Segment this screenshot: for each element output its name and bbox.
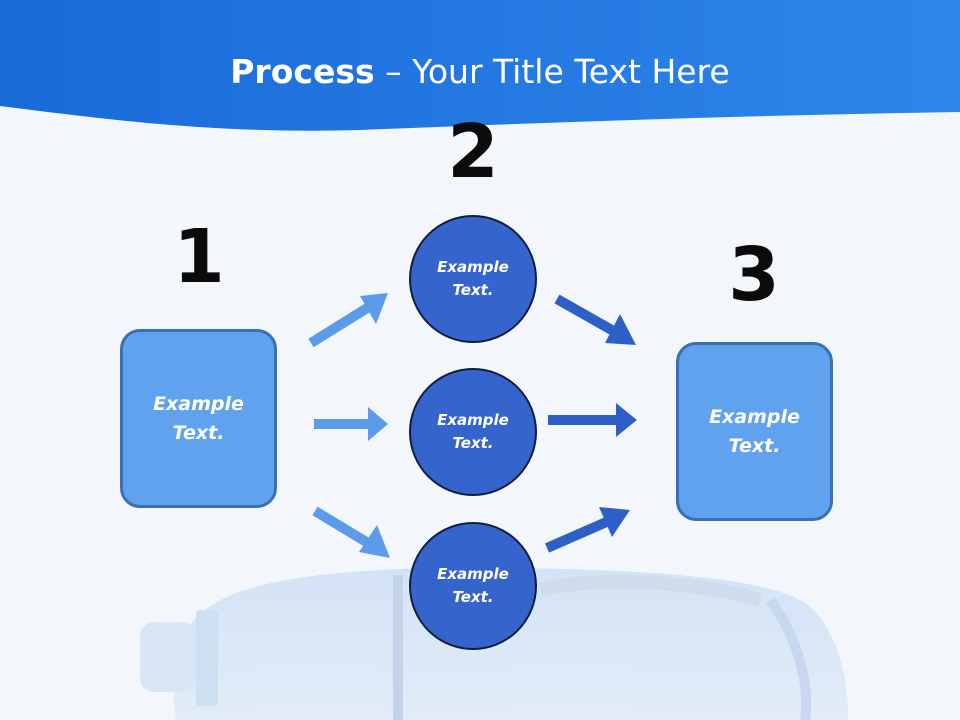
left-box: Example Text. <box>120 329 277 508</box>
circle-middle: Example Text. <box>409 368 537 496</box>
step-number-3: 3 <box>728 232 780 318</box>
step-number-2: 2 <box>447 109 499 195</box>
right-box-text: Example Text. <box>709 405 800 457</box>
water-bottle-image <box>140 567 849 720</box>
right-box: Example Text. <box>676 342 833 521</box>
title-rest: – Your Title Text Here <box>374 52 730 91</box>
circle-bottom-text: Example Text. <box>437 565 509 606</box>
step-number-1: 1 <box>173 214 225 300</box>
header-wave <box>0 0 960 131</box>
circle-middle-text: Example Text. <box>437 411 509 452</box>
circle-top-text: Example Text. <box>437 258 509 299</box>
left-box-text: Example Text. <box>153 392 244 444</box>
circle-bottom: Example Text. <box>409 522 537 650</box>
circle-top: Example Text. <box>409 215 537 343</box>
title-bold: Process <box>230 52 375 91</box>
slide-title: Process – Your Title Text Here <box>0 52 960 91</box>
